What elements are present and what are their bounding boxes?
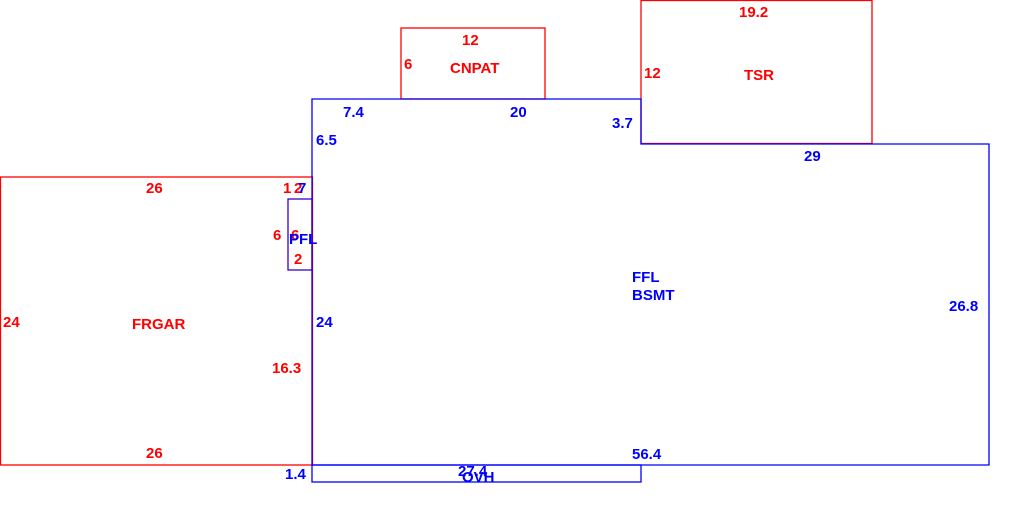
- ffl-bsmt-label-line1: FFL: [632, 269, 660, 286]
- ffl-dim-left-upper: 6.5: [316, 132, 337, 149]
- pfl-red-dim-inner: 6: [291, 227, 299, 244]
- frgar-dim-bottom: 26: [146, 445, 163, 462]
- frgar-dim-left: 24: [3, 314, 20, 331]
- cnpat-dim-top: 12: [462, 32, 479, 49]
- ffl-dim-bottom: 56.4: [632, 446, 662, 463]
- frgar-dim-top-right: 1: [283, 180, 291, 197]
- pfl-red-dim-bottom: 2: [294, 251, 302, 268]
- frgar-dim-right-lower: 16.3: [272, 360, 301, 377]
- pfl-blue-dim-top: 7: [298, 180, 306, 197]
- ffl-dim-left-mid: 24: [316, 314, 333, 331]
- pfl-label: PFL: [289, 231, 317, 248]
- ffl-dim-bottom-left: 1.4: [285, 466, 307, 483]
- cnpat-label: CNPAT: [450, 60, 499, 77]
- ovh-label: OVH: [462, 469, 495, 486]
- pfl-red-dim-top: 2: [294, 180, 302, 197]
- ffl-dim-top-left: 7.4: [343, 104, 365, 121]
- tsr-label: TSR: [744, 67, 774, 84]
- ovh-outline: [311, 464, 642, 483]
- ovh-dim-top: 27.4: [458, 463, 488, 480]
- ffl-dim-top-mid: 20: [510, 104, 527, 121]
- ffl-bsmt-label-line2: BSMT: [632, 287, 675, 304]
- frgar-label: FRGAR: [132, 316, 185, 333]
- pfl-red-dim-left: 6: [273, 227, 281, 244]
- ffl-dim-step: 3.7: [612, 115, 633, 132]
- frgar-dim-top: 26: [146, 180, 163, 197]
- ffl-dim-top-right: 29: [804, 148, 821, 165]
- tsr-dim-left: 12: [644, 65, 661, 82]
- tsr-dim-top: 19.2: [739, 4, 768, 21]
- ffl-dim-right: 26.8: [949, 298, 978, 315]
- pfl-blue-outline: [287, 198, 313, 271]
- cnpat-dim-left: 6: [404, 56, 412, 73]
